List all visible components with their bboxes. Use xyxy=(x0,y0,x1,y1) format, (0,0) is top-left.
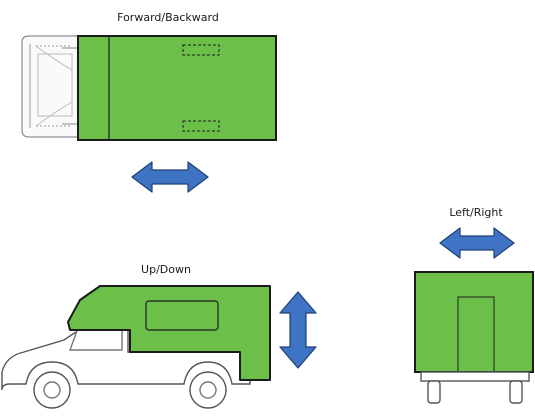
camper-side-window xyxy=(145,300,219,331)
pickup-truck-side-view xyxy=(1,323,251,409)
left-right-arrow-icon xyxy=(439,227,515,259)
truck-cab-top-view xyxy=(21,35,79,138)
side-view-group: Up/Down xyxy=(1,263,317,409)
top-view-group: Forward/Backward xyxy=(21,11,277,193)
roof-vent-bottom xyxy=(182,120,220,132)
forward-backward-label: Forward/Backward xyxy=(117,11,219,24)
up-down-arrow-icon xyxy=(279,291,317,369)
left-right-label: Left/Right xyxy=(449,206,503,219)
camper-side-view xyxy=(67,285,271,381)
truck-rear-support xyxy=(420,371,530,404)
camper-rear-view xyxy=(414,271,534,373)
roof-vent-top xyxy=(182,44,220,56)
forward-backward-arrow-icon xyxy=(131,161,209,193)
camper-top-view xyxy=(77,35,277,141)
up-down-label: Up/Down xyxy=(141,263,191,276)
rear-view-group: Left/Right xyxy=(414,206,534,404)
